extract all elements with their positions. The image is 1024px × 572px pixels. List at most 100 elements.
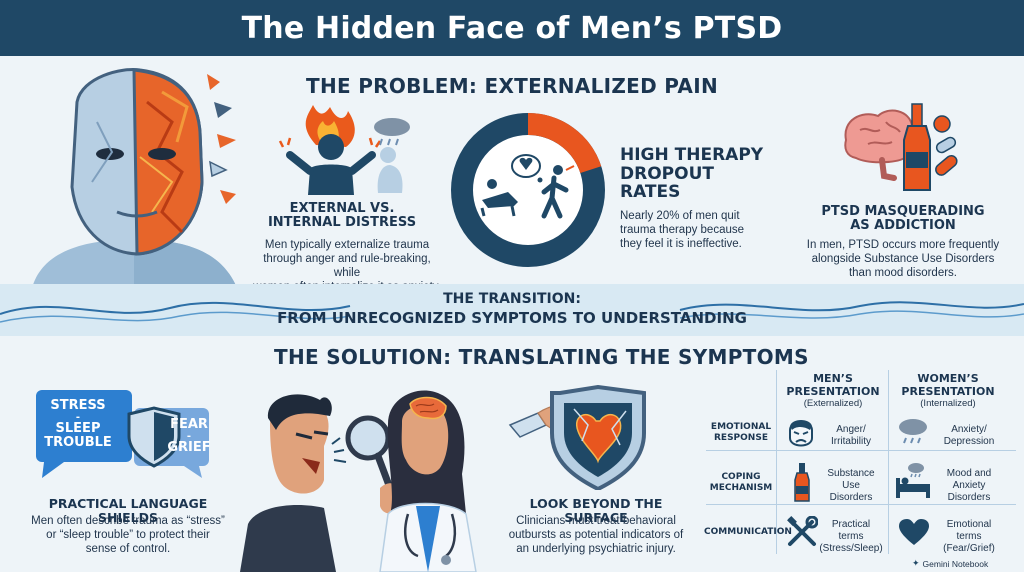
addiction-text-line2: alongside Substance Use Disorders xyxy=(811,253,995,266)
addiction-title: PTSD MASQUERADING AS ADDICTION xyxy=(808,204,998,234)
dropout-title: HIGH THERAPY DROPOUT RATES xyxy=(620,146,770,202)
mask-face-illustration xyxy=(32,67,237,288)
shields-text-line2: or “sleep trouble” to protect their xyxy=(46,529,210,542)
bubble2-line1: FEAR xyxy=(170,417,208,433)
row1-women-line1: Anxiety/ xyxy=(951,424,987,435)
surface-title: LOOK BEYOND THE SURFACE xyxy=(529,496,663,525)
bubble-fear-grief: FEAR - GRIEF xyxy=(167,414,211,460)
shields-text: Men often describe trauma as “stress” or… xyxy=(18,514,238,556)
row3-label-line1: COMMUNICATION xyxy=(704,527,792,537)
row3-men: Practical terms (Stress/Sleep) xyxy=(816,519,886,555)
external-title-line1: EXTERNAL VS. xyxy=(289,201,395,216)
row3-women: Emotional terms (Fear/Grief) xyxy=(934,519,1004,555)
row2-men-line1: Substance xyxy=(827,468,875,479)
surface-text-line1: Clinicians must treat behavioral xyxy=(516,515,676,527)
problem-heading: THE PROBLEM: EXTERNALIZED PAIN xyxy=(306,74,718,98)
bottle-icon xyxy=(794,463,810,502)
row2-label: COPING MECHANISM xyxy=(704,472,778,494)
angry-person-on-fire-icon xyxy=(278,105,410,195)
sparkle-icon: ✦ xyxy=(912,559,920,569)
men-header: MEN’S PRESENTATION (Externalized) xyxy=(778,372,888,410)
dropout-text: Nearly 20% of men quit trauma therapy be… xyxy=(620,209,780,251)
table-divider-middle xyxy=(888,370,889,554)
row2-women: Mood and Anxiety Disorders xyxy=(934,468,1004,504)
page-title: The Hidden Face of Men’s PTSD xyxy=(0,0,1024,56)
row3-women-line2: terms xyxy=(956,531,982,542)
shields-text-line1: Men often describe trauma as “stress” xyxy=(31,515,225,527)
row2-men-line2: Use xyxy=(842,480,860,491)
men-header-sub: (Externalized) xyxy=(803,398,863,410)
angry-face-icon xyxy=(789,420,813,447)
man-and-doctor-illustration xyxy=(240,390,477,572)
hand-heart-shield-icon xyxy=(508,385,646,490)
external-title-line2: INTERNAL DISTRESS xyxy=(267,215,417,231)
transition-line1: THE TRANSITION: xyxy=(443,291,581,307)
external-title: EXTERNAL VS. INTERNAL DISTRESS xyxy=(262,201,422,231)
table-divider-left xyxy=(776,370,777,554)
bubble1-line3: TROUBLE xyxy=(44,435,112,451)
women-header-line2: PRESENTATION xyxy=(901,384,995,398)
row2-label-line2: MECHANISM xyxy=(709,482,773,493)
row1-women-line2: Depression xyxy=(943,436,995,447)
row1-label-line2: RESPONSE xyxy=(714,432,768,443)
brand-footer: ✦ Gemini Notebook xyxy=(912,558,1022,570)
transition-band xyxy=(0,284,1024,336)
dropout-title-line3: RATES xyxy=(620,182,681,203)
bubble2-line2: GRIEF xyxy=(167,440,211,455)
row1-women: Anxiety/ Depression xyxy=(934,424,1004,448)
heart-icon xyxy=(899,519,929,545)
row1-men-line1: Anger/ xyxy=(836,424,866,435)
brand-label: Gemini Notebook xyxy=(922,559,989,569)
surface-text-line3: an underlying psychiatric injury. xyxy=(516,543,676,556)
women-header-line1: WOMEN’S xyxy=(917,372,979,385)
donut-percent-slice xyxy=(527,113,602,174)
row2-women-line1: Mood and xyxy=(946,468,992,479)
shields-text-line3: sense of control. xyxy=(85,543,171,556)
row1-men: Anger/ Irritability xyxy=(816,424,886,448)
surface-text-line2: outbursts as potential indicators of xyxy=(508,529,684,542)
row3-men-line2: terms xyxy=(838,531,864,542)
rain-cloud-icon xyxy=(899,419,927,444)
dropout-donut xyxy=(451,113,605,267)
men-header-line1: MEN’S xyxy=(813,372,853,385)
men-header-line2: PRESENTATION xyxy=(786,384,880,398)
bed-icon xyxy=(896,463,930,498)
row3-women-line1: Emotional xyxy=(946,519,992,530)
row2-women-line3: Disorders xyxy=(947,492,991,503)
dropout-title-line2: DROPOUT xyxy=(620,163,714,184)
dropout-text-line1: Nearly 20% of men quit xyxy=(620,210,740,222)
bubble-stress-sleep: STRESS - SLEEP TROUBLE xyxy=(38,394,118,456)
dropout-title-line1: HIGH THERAPY xyxy=(620,145,764,165)
dropout-text-line2: trauma therapy because xyxy=(620,224,745,237)
bubble2-dash: - xyxy=(186,431,192,442)
table-row-divider-2 xyxy=(706,504,1016,505)
row3-men-line3: (Stress/Sleep) xyxy=(819,543,883,554)
solution-heading: THE SOLUTION: TRANSLATING THE SYMPTOMS xyxy=(274,345,809,369)
external-text-line1: Men typically externalize trauma xyxy=(264,239,430,251)
row2-men: Substance Use Disorders xyxy=(816,468,886,504)
brain-bottle-pills-icon xyxy=(844,103,958,191)
addiction-text: In men, PTSD occurs more frequently alon… xyxy=(798,238,1008,280)
women-header: WOMEN’S PRESENTATION (Internalized) xyxy=(890,372,1006,410)
addiction-text-line1: In men, PTSD occurs more frequently xyxy=(806,239,1000,251)
row3-label: COMMUNICATION xyxy=(704,527,792,538)
row3-women-line3: (Fear/Grief) xyxy=(943,543,995,554)
row2-men-line3: Disorders xyxy=(829,492,873,503)
bubble1-line2: SLEEP xyxy=(55,420,101,436)
table-row-divider-1 xyxy=(706,450,1016,451)
transition-line2: FROM UNRECOGNIZED SYMPTOMS TO UNDERSTAND… xyxy=(277,309,747,327)
addiction-text-line3: than mood disorders. xyxy=(848,267,958,280)
addiction-title-line1: PTSD MASQUERADING xyxy=(821,204,985,219)
speech-bubbles xyxy=(36,390,209,478)
dropout-text-line3: they feel it is ineffective. xyxy=(620,238,742,251)
row2-women-line2: Anxiety xyxy=(952,480,986,491)
wave-lines xyxy=(0,301,1024,323)
row1-label: EMOTIONAL RESPONSE xyxy=(704,422,778,444)
row3-men-line1: Practical xyxy=(831,519,871,530)
surface-text: Clinicians must treat behavioral outburs… xyxy=(496,514,696,556)
row1-men-line2: Irritability xyxy=(830,436,871,447)
addiction-title-line2: AS ADDICTION xyxy=(850,218,956,234)
external-text-line2: through anger and rule-breaking, while xyxy=(263,253,431,280)
women-header-sub: (Internalized) xyxy=(920,398,976,410)
tools-icon xyxy=(787,516,818,546)
